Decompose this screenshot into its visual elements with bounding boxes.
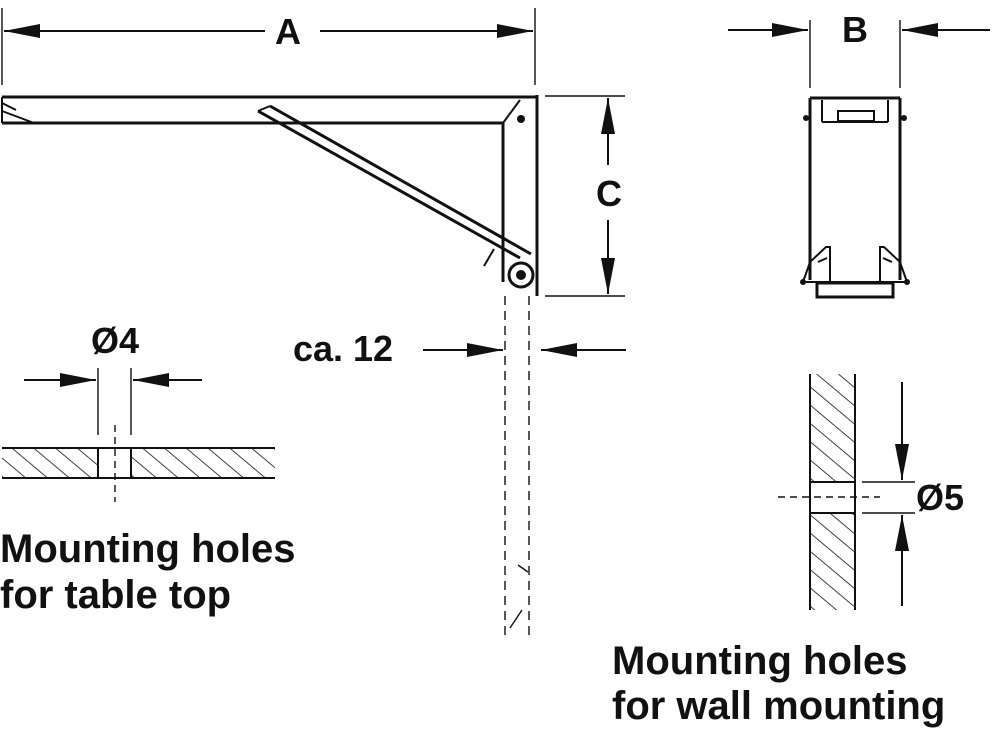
dimension-a-label: A bbox=[275, 11, 301, 52]
bracket-side-view bbox=[1, 95, 539, 296]
wall-hole-diameter-label: Ø5 bbox=[916, 477, 964, 518]
table-top-hole-detail: Ø4 bbox=[2, 320, 275, 502]
dimension-c-label: C bbox=[596, 173, 622, 214]
table-top-caption-line1: Mounting holes bbox=[0, 527, 296, 571]
dimension-a: A bbox=[1, 8, 536, 85]
dimension-b: B bbox=[728, 9, 990, 88]
dimension-c: C bbox=[545, 95, 625, 297]
dimension-b-label: B bbox=[842, 9, 868, 50]
table-hole-diameter-label: Ø4 bbox=[91, 320, 139, 361]
dimension-offset-label: ca. 12 bbox=[293, 328, 393, 369]
hinge-rivet-icon bbox=[516, 270, 526, 280]
wall-caption-line1: Mounting holes bbox=[612, 639, 908, 683]
table-top-caption-line2: for table top bbox=[0, 573, 231, 617]
dimension-offset: ca. 12 bbox=[293, 296, 626, 635]
wall-hole-detail: Ø5 bbox=[778, 374, 964, 610]
wall-caption-line2: for wall mounting bbox=[612, 684, 945, 728]
bracket-front-view bbox=[800, 96, 910, 299]
pivot-rivet-icon bbox=[517, 115, 525, 123]
